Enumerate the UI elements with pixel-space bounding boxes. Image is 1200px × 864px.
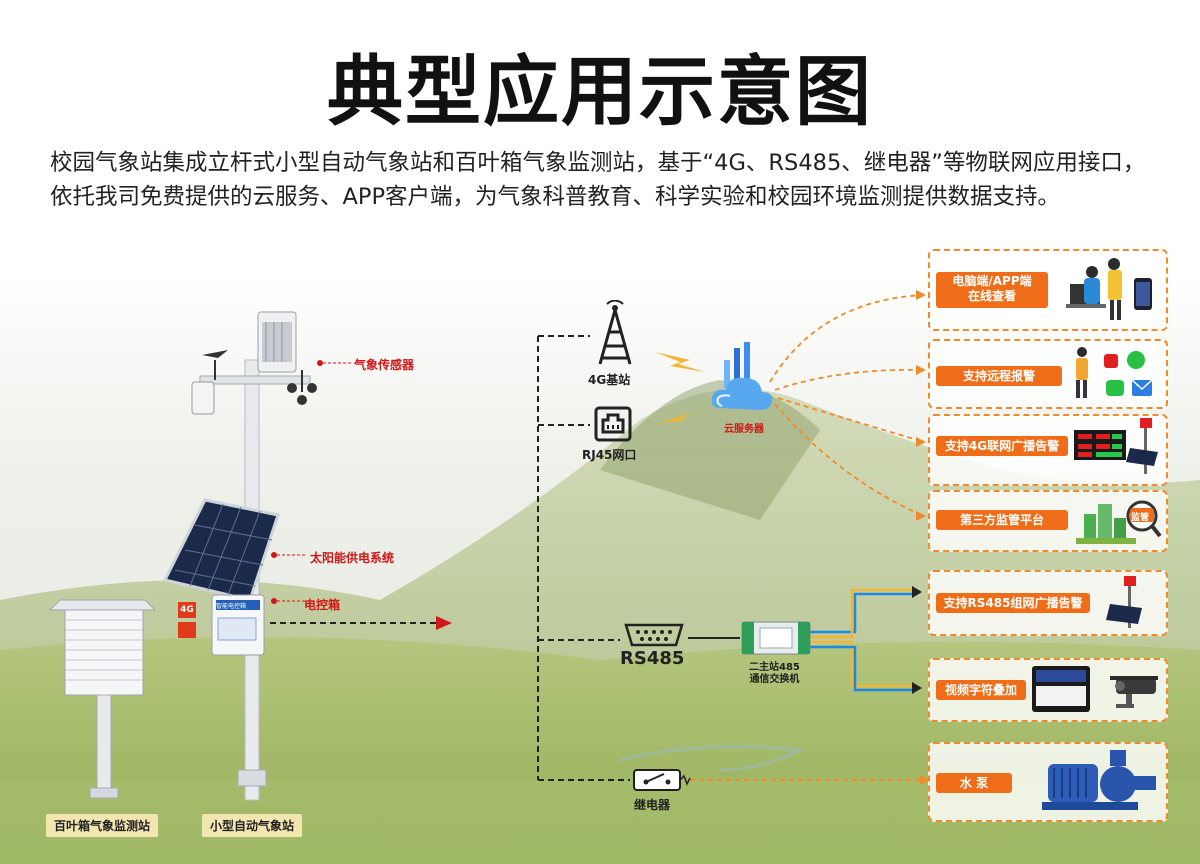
alarm-channels-icon	[1076, 347, 1153, 398]
output-rs485-alarm-label: 支持RS485组网广播告警	[936, 593, 1090, 613]
page-title: 典型应用示意图	[327, 47, 873, 136]
switch-label: 二主站485 通信交换机	[749, 662, 800, 686]
output-third-party-label: 第三方监管平台	[936, 510, 1068, 530]
output-video-label: 视频字符叠加	[936, 680, 1026, 700]
louver-station-caption: 百叶箱气象监测站	[46, 814, 159, 837]
pole-station-caption: 小型自动气象站	[202, 814, 303, 837]
wechat-icon	[1127, 351, 1145, 369]
signal-bolt-icon	[655, 352, 705, 372]
485-switch-icon	[741, 621, 811, 655]
rs485-label: RS485	[620, 648, 685, 669]
cell-tower-icon	[598, 300, 632, 365]
solar-label: 太阳能供电系统	[310, 551, 395, 565]
rain-gauge-icon	[257, 311, 297, 373]
base-station-label: 4G基站	[588, 373, 631, 387]
led-display-icon	[1074, 418, 1158, 474]
db9-connector-icon	[624, 623, 684, 647]
output-4g-alarm-label: 支持4G联网广播告警	[936, 436, 1068, 456]
city-supervision-icon	[1076, 500, 1162, 544]
siren-icon	[1104, 354, 1118, 368]
cloud-server-icon	[711, 342, 773, 410]
control-box-panel-text: 智能电控箱	[216, 603, 247, 610]
message-icon	[1106, 380, 1124, 396]
rj45-label: RJ45网口	[582, 448, 637, 462]
water-pump-icon	[1042, 750, 1156, 810]
sensor-label: 气象传感器	[354, 358, 415, 372]
relay-switch-icon	[633, 769, 691, 791]
relay-label: 继电器	[634, 798, 671, 812]
control-box-label: 电控箱	[304, 598, 341, 612]
solar-siren-icon	[1106, 576, 1142, 628]
switch-label-line1: 二主站485	[749, 662, 800, 673]
anemometer-icon	[287, 370, 317, 405]
weather-station-illustration	[48, 311, 317, 801]
ethernet-badge-icon	[178, 622, 196, 638]
output-remote-alarm-label: 支持远程报警	[936, 366, 1062, 386]
leader-lines	[317, 360, 352, 366]
wind-vane-icon	[191, 350, 228, 415]
supervise-icon-text: 监管	[1131, 513, 1150, 523]
intro-paragraph: 校园气象站集成立杆式小型自动气象站和百叶箱气象监测站，基于“4G、RS485、继…	[50, 150, 1146, 210]
louver-box-icon	[48, 599, 157, 799]
control-box-icon	[211, 594, 265, 656]
rj45-port-icon	[594, 406, 632, 442]
switch-label-line2: 通信交换机	[749, 674, 800, 685]
cloud-label: 云服务器	[724, 424, 764, 435]
4g-badge: 4G	[178, 602, 196, 618]
output-pc-app-label: 电脑端/APP端 在线查看	[936, 272, 1048, 308]
leader-lines-lower	[271, 552, 306, 604]
video-overlay-icon	[1032, 666, 1158, 712]
user-devices-icon	[1066, 258, 1152, 320]
output-pump-label: 水 泵	[936, 773, 1012, 793]
cctv-camera-icon	[1110, 676, 1158, 708]
